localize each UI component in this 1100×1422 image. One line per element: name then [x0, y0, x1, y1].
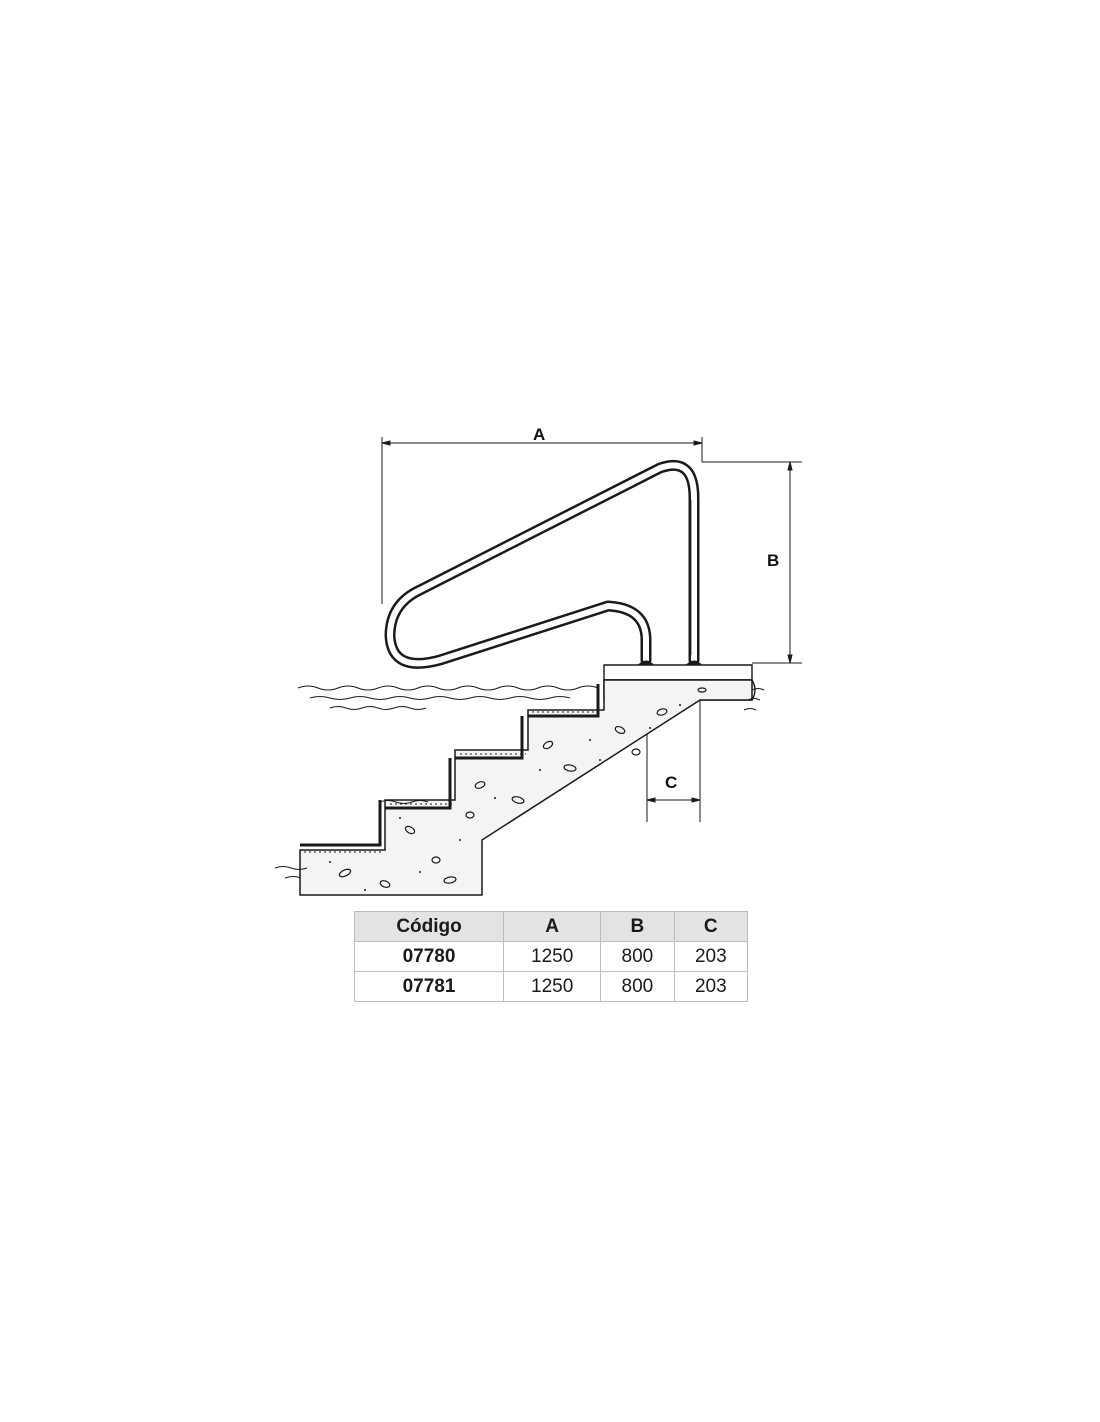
header-codigo: Código — [353, 911, 505, 942]
handrail-tube — [384, 459, 700, 669]
handrail-diagram: A B C — [274, 425, 802, 896]
cell-b: 800 — [600, 941, 675, 972]
header-b: B — [600, 911, 675, 942]
dimension-a-label: A — [533, 425, 545, 444]
table-row: 07781 1250 800 203 — [353, 971, 749, 1002]
dimension-b — [702, 461, 802, 664]
spec-table: Código A B C 07780 1250 800 203 07781 12… — [353, 911, 749, 1002]
header-c: C — [673, 911, 749, 942]
cell-c: 203 — [673, 941, 749, 972]
cell-code: 07780 — [353, 941, 505, 972]
cell-c: 203 — [673, 971, 749, 1002]
dimension-b-label: B — [767, 551, 779, 570]
water-surface — [274, 685, 765, 879]
cell-a: 1250 — [503, 941, 602, 972]
table-row: 07780 1250 800 203 — [353, 941, 749, 972]
pool-stairs — [299, 679, 753, 896]
cell-code: 07781 — [353, 971, 505, 1002]
cell-b: 800 — [600, 971, 675, 1002]
table-header-row: Código A B C — [353, 911, 749, 942]
header-a: A — [503, 911, 602, 942]
dimension-c-label: C — [665, 773, 677, 792]
cell-a: 1250 — [503, 971, 602, 1002]
dimension-a — [381, 437, 703, 604]
